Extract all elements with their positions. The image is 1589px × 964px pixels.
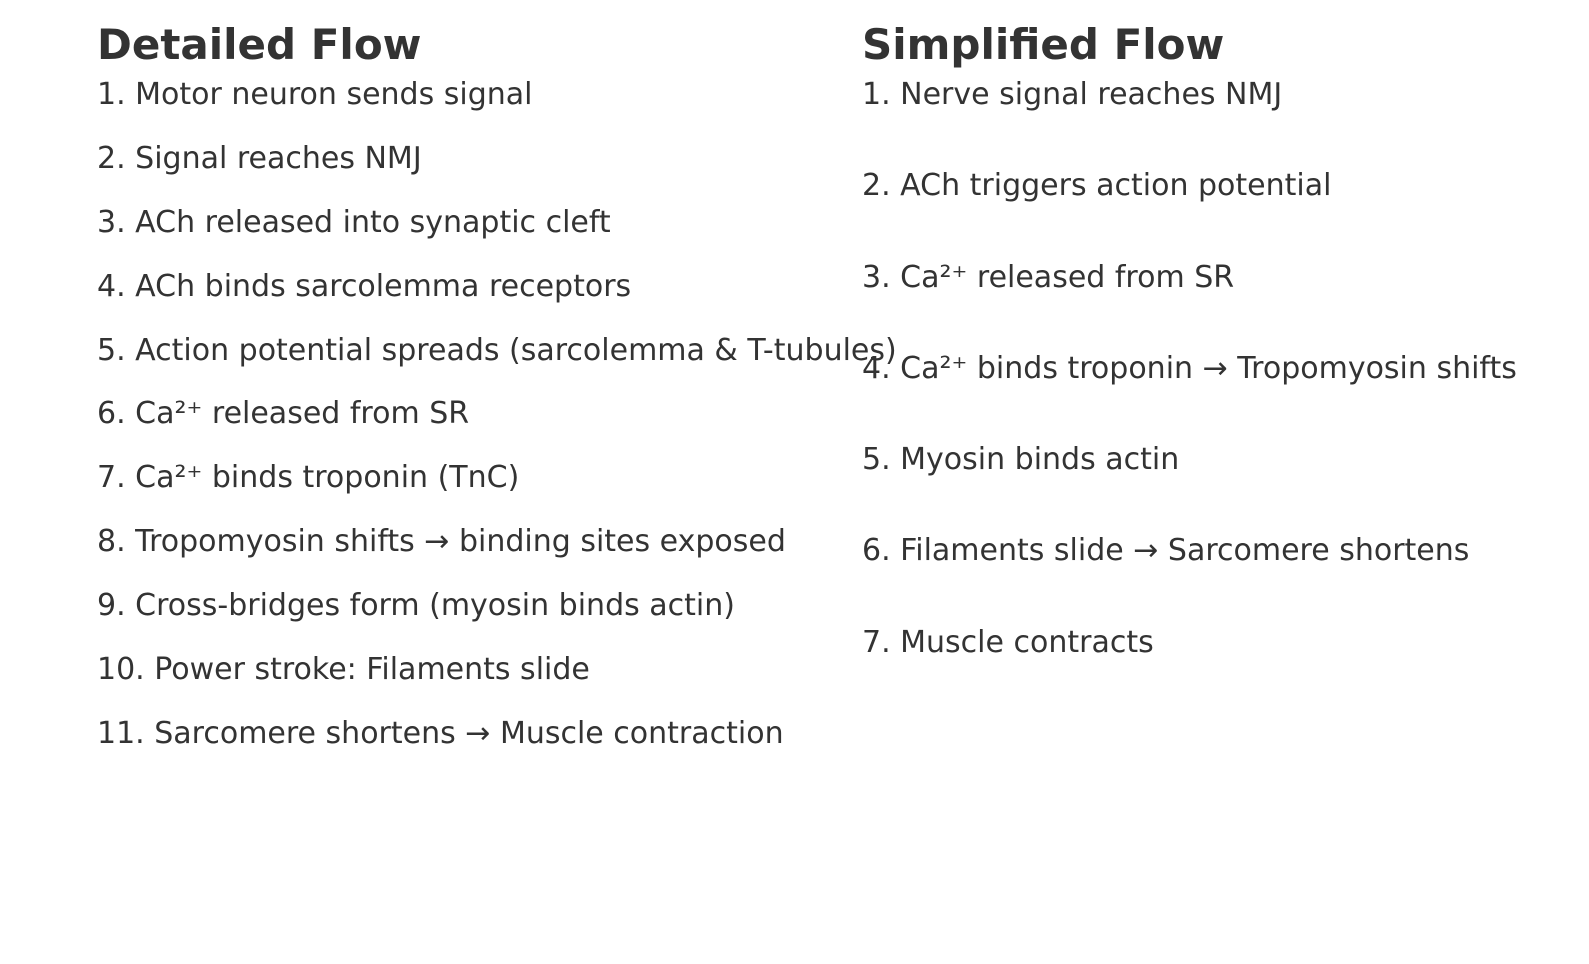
detailed-flow-step-2: 2. Signal reaches NMJ (97, 140, 422, 176)
simplified-flow-step-2: 2. ACh triggers action potential (862, 168, 1332, 204)
detailed-flow-step-5: 5. Action potential spreads (sarcolemma … (97, 332, 897, 368)
detailed-flow-step-4: 4. ACh binds sarcolemma receptors (97, 268, 632, 304)
simplified-flow-step-3: 3. Ca²⁺ released from SR (862, 259, 1235, 295)
detailed-flow-step-3: 3. ACh released into synaptic cleft (97, 204, 611, 240)
detailed-flow-step-11: 11. Sarcomere shortens → Muscle contract… (97, 715, 784, 751)
simplified-flow-step-6: 6. Filaments slide → Sarcomere shortens (862, 533, 1470, 569)
detailed-flow-step-9: 9. Cross-bridges form (myosin binds acti… (97, 588, 735, 624)
detailed-flow-step-10: 10. Power stroke: Filaments slide (97, 652, 590, 688)
simplified-flow-step-5: 5. Myosin binds actin (862, 442, 1180, 478)
simplified-flow-step-7: 7. Muscle contracts (862, 624, 1154, 660)
detailed-flow-step-8: 8. Tropomyosin shifts → binding sites ex… (97, 524, 786, 560)
simplified-flow-step-4: 4. Ca²⁺ binds troponin → Tropomyosin shi… (862, 350, 1517, 386)
detailed-flow-step-6: 6. Ca²⁺ released from SR (97, 396, 470, 432)
detailed-flow-step-1: 1. Motor neuron sends signal (97, 77, 533, 112)
detailed-flow-title: Detailed Flow (97, 20, 422, 69)
detailed-flow-step-7: 7. Ca²⁺ binds troponin (TnC) (97, 460, 520, 496)
column-simplified-flow: Simplified Flow 1. Nerve signal reaches … (862, 22, 1572, 716)
column-detailed-flow: Detailed Flow 1. Motor neuron sends sign… (97, 20, 897, 780)
simplified-flow-step-1: 1. Nerve signal reaches NMJ (862, 77, 1283, 112)
simplified-flow-title: Simplified Flow (862, 20, 1225, 69)
